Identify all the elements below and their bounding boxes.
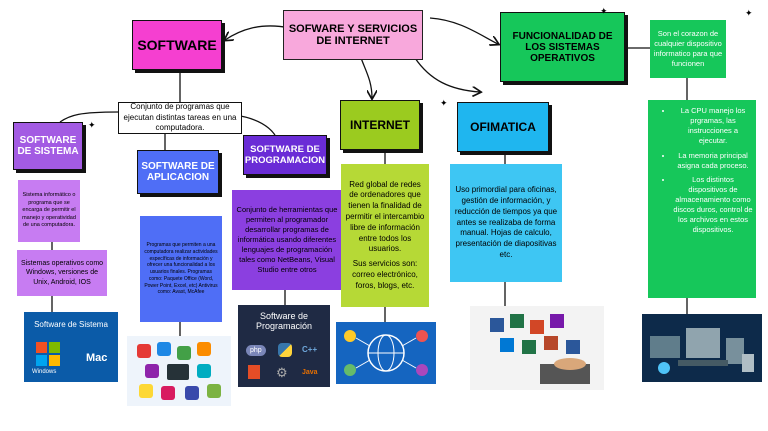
aplicacion-desc-text: Programas que permiten a una computadora…: [144, 242, 218, 296]
funcionalidad-image: [642, 314, 762, 382]
java-icon: Java: [302, 369, 318, 376]
programacion-title-text: SOFTWARE DE PROGRAMACION: [244, 144, 326, 166]
central-title: SOFWARE Y SERVICIOS DE INTERNET: [283, 10, 423, 60]
python-icon: [278, 343, 292, 357]
funcionalidad-title: FUNCIONALIDAD DE LOS SISTEMAS OPERATIVOS: [500, 12, 625, 82]
sistema-image-caption: Software de Sistema: [34, 320, 108, 329]
bullet-cpu: La CPU manejo los prgramas, las instrucc…: [673, 106, 753, 147]
software-definition-text: Conjunto de programas que ejecutan disti…: [123, 101, 237, 133]
funcionalidad-intro: Son el corazon de cualquier dispositivo …: [650, 20, 726, 78]
arrow-central-to-internet: [359, 54, 372, 98]
arrow-central-to-ofimatica: [414, 57, 480, 92]
aplicacion-title-text: SOFTWARE DE APLICACION: [141, 161, 215, 183]
sistema-desc-text: Sistema informático o programa que se en…: [22, 192, 76, 229]
sistema-title-text: SOFTWARE DE SISTEMA: [17, 135, 79, 157]
bullet-almacenamiento: Los distintos dispositivos de almacenami…: [673, 175, 753, 236]
internet-title: INTERNET: [340, 100, 420, 150]
programacion-image-title: Software de Programación: [255, 311, 313, 332]
aplicacion-desc: Programas que permiten a una computadora…: [140, 216, 222, 322]
sparkle-icon: ✦: [600, 6, 608, 16]
html5-icon: [248, 365, 260, 379]
funcionalidad-intro-text: Son el corazon de cualquier dispositivo …: [653, 28, 723, 69]
devices-illustration: [650, 328, 754, 374]
ofimatica-title-text: OFIMATICA: [470, 120, 536, 134]
aplicacion-image: [127, 336, 231, 406]
internet-image: [336, 322, 436, 384]
php-icon: php: [246, 345, 266, 356]
sistema-image: Software de Sistema Windows Mac: [24, 312, 118, 382]
software-definition: Conjunto de programas que ejecutan disti…: [118, 102, 242, 134]
network-illustration: [344, 330, 428, 376]
programacion-image: Software de Programación php C++ ⚙ Java: [238, 305, 330, 387]
sistema-title: SOFTWARE DE SISTEMA: [13, 122, 83, 170]
gear-icon: ⚙: [276, 365, 288, 380]
sistema-examples-text: Sistemas operativos como Windows, versio…: [20, 259, 104, 286]
programacion-title: SOFTWARE DE PROGRAMACION: [243, 135, 327, 175]
internet-desc: Red global de redes de ordenadores que t…: [341, 164, 429, 307]
app-icons-illustration: [137, 342, 221, 400]
mac-label: Mac: [86, 352, 108, 364]
windows-logo-icon: [36, 342, 60, 366]
funcionalidad-title-text: FUNCIONALIDAD DE LOS SISTEMAS OPERATIVOS: [512, 30, 613, 64]
programacion-desc: Conjunto de herramientas que permiten al…: [232, 190, 342, 290]
funcionalidad-bullet-list: La CPU manejo los prgramas, las instrucc…: [651, 106, 753, 240]
internet-services-text: Sus servicios son: correo electrónico, f…: [352, 259, 418, 290]
arrow-central-to-funcionalidad: [429, 17, 498, 44]
sparkle-icon: ✦: [440, 98, 448, 108]
cpp-icon: C++: [302, 345, 318, 354]
ofimatica-title: OFIMATICA: [457, 102, 549, 152]
software-title: SOFTWARE: [132, 20, 222, 70]
ofimatica-desc: Uso primordial para oficinas, gestión de…: [450, 164, 562, 282]
internet-title-text: INTERNET: [350, 118, 410, 132]
office-apps-illustration: [490, 314, 590, 384]
app-icon-cluster: [137, 342, 221, 400]
ofimatica-desc-text: Uso primordial para oficinas, gestión de…: [454, 185, 558, 259]
line-definition-sistema: [59, 111, 119, 123]
windows-label: Windows: [32, 369, 57, 375]
software-title-text: SOFTWARE: [137, 37, 217, 53]
sparkle-icon: ✦: [745, 8, 753, 18]
arrow-central-to-software: [225, 25, 291, 40]
ofimatica-image: [470, 306, 604, 390]
central-title-text: SOFWARE Y SERVICIOS DE INTERNET: [288, 23, 418, 47]
sparkle-icon: ✦: [88, 120, 96, 130]
bullet-memoria: La memoria principal asigna cada proceso…: [673, 151, 753, 171]
internet-desc-text: Red global de redes de ordenadores que t…: [345, 179, 425, 254]
programacion-desc-text: Conjunto de herramientas que permiten al…: [236, 204, 338, 275]
aplicacion-title: SOFTWARE DE APLICACION: [137, 150, 219, 194]
funcionalidad-bullets: La CPU manejo los prgramas, las instrucc…: [648, 100, 756, 298]
sistema-desc: Sistema informático o programa que se en…: [18, 180, 80, 242]
sistema-examples: Sistemas operativos como Windows, versio…: [17, 250, 107, 296]
